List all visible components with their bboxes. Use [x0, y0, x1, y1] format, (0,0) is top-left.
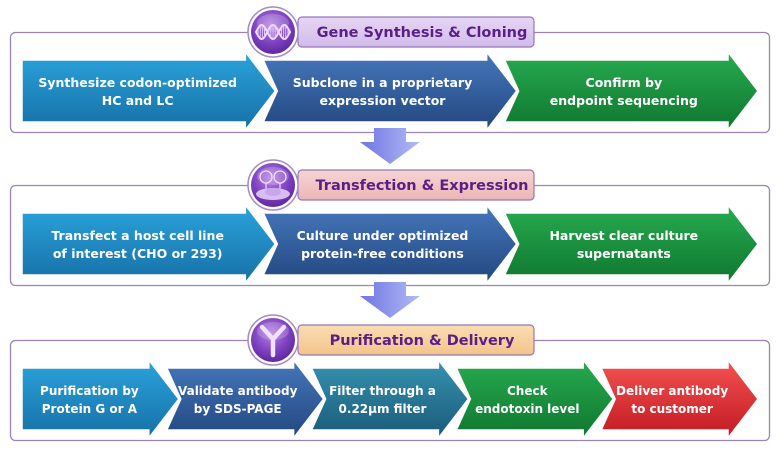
antibody-icon: [247, 314, 299, 366]
step-arrow: Validate antibody by SDS-PAGE: [165, 357, 325, 441]
step-label-line: Synthesize codon-optimized: [38, 75, 237, 90]
step-label-line: Validate antibody: [178, 384, 298, 398]
step-arrow: Purification by Protein G or A: [21, 357, 180, 441]
down-arrow-icon: [360, 128, 420, 164]
step-arrow-shape: [600, 357, 759, 441]
step-arrow-shape: [165, 357, 325, 441]
step-label-line: endotoxin level: [475, 402, 579, 416]
step-label-line: Protein G or A: [42, 402, 138, 416]
step-label-line: Harvest clear culture: [549, 228, 698, 243]
step-label-line: Deliver antibody: [616, 384, 728, 398]
step-label-line: Check: [507, 384, 549, 398]
step-arrow: Harvest clear culture supernatants: [503, 202, 759, 286]
step-arrow-shape: [21, 202, 277, 286]
step-label-line: Purification by: [40, 384, 139, 398]
step-arrow: Synthesize codon-optimized HC and LC: [21, 49, 277, 133]
step-label-line: supernatants: [577, 246, 671, 261]
step-label-line: endpoint sequencing: [550, 93, 698, 108]
step-label-line: by SDS-PAGE: [194, 402, 282, 416]
step-label-line: Confirm by: [586, 75, 663, 90]
step-label-line: protein-free conditions: [301, 246, 464, 261]
step-label-line: Culture under optimized: [297, 228, 469, 243]
step-arrow: Transfect a host cell line of interest (C…: [21, 202, 277, 286]
step-arrow: Deliver antibody to customer: [600, 357, 759, 441]
step-label-line: 0.22μm filter: [339, 402, 427, 416]
dna-icon: [247, 6, 299, 58]
step-arrow-shape: [310, 357, 470, 441]
step-arrow-shape: [21, 357, 180, 441]
step-arrow-shape: [262, 202, 518, 286]
step-label-line: Filter through a: [329, 384, 436, 398]
step-label-line: to customer: [631, 402, 713, 416]
step-label-line: HC and LC: [102, 93, 174, 108]
step-label-line: Subclone in a proprietary: [293, 75, 472, 90]
step-arrow-shape: [262, 49, 518, 133]
step-arrow-shape: [503, 202, 759, 286]
step-arrow: Check endotoxin level: [455, 357, 615, 441]
section-title: Transfection & Expression: [316, 178, 529, 194]
step-arrow-shape: [503, 49, 759, 133]
step-arrow: Confirm by endpoint sequencing: [503, 49, 759, 133]
cell-culture-icon: [247, 159, 299, 211]
section-title: Gene Synthesis & Cloning: [317, 25, 528, 41]
step-arrow: Culture under optimized protein-free cond…: [262, 202, 518, 286]
step-arrow: Filter through a 0.22μm filter: [310, 357, 470, 441]
step-arrow-shape: [455, 357, 615, 441]
down-arrow-icon: [360, 282, 420, 318]
step-label-line: Transfect a host cell line: [51, 228, 224, 243]
section-title: Purification & Delivery: [330, 333, 515, 349]
step-arrow: Subclone in a proprietary expression vect…: [262, 49, 518, 133]
step-label-line: expression vector: [320, 93, 447, 108]
step-label-line: of interest (CHO or 293): [53, 246, 223, 261]
step-arrow-shape: [21, 49, 277, 133]
